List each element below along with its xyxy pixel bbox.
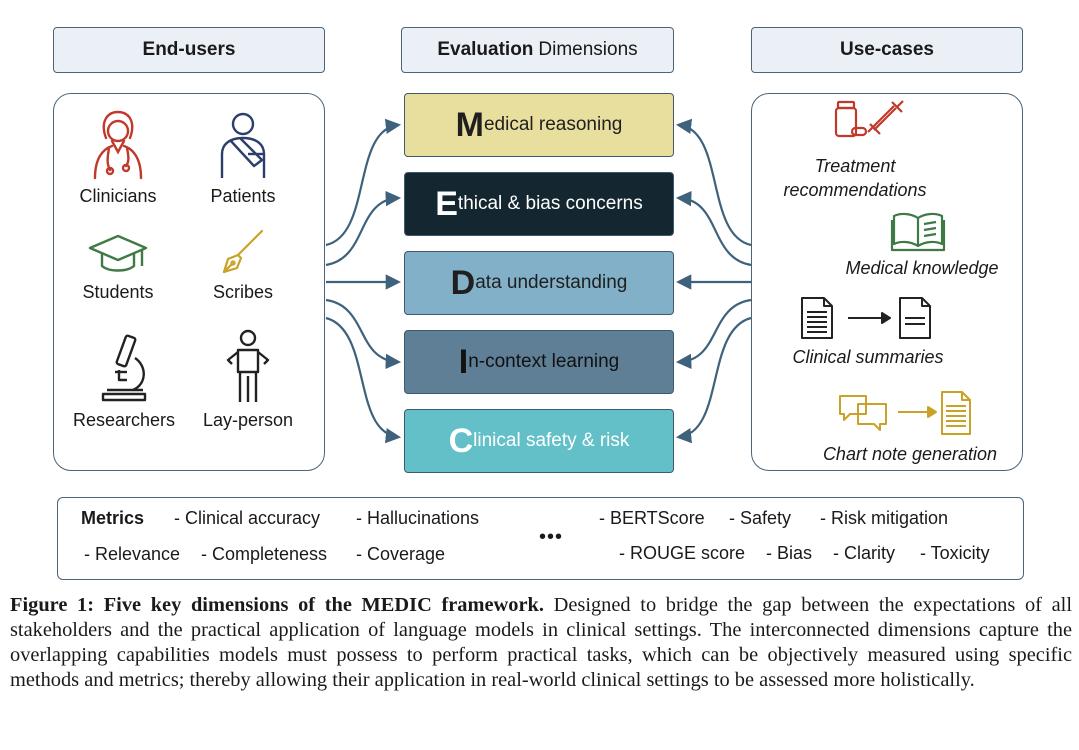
use-cases-header-label: Use-cases bbox=[839, 39, 935, 60]
dimension-label: ata understanding bbox=[475, 272, 628, 293]
person-icon bbox=[226, 329, 270, 402]
use-case-label: Medical knowledge bbox=[845, 258, 999, 278]
evaluation-header-bold: Evaluation bbox=[437, 39, 534, 60]
metric-item: - Relevance bbox=[84, 544, 181, 564]
use-case-chart-note-generation: Chart note generation bbox=[808, 444, 1012, 465]
document-to-summary-icon bbox=[801, 297, 931, 339]
arrow-right-to-incontext bbox=[675, 298, 752, 370]
end-user-label: Patients bbox=[210, 186, 276, 206]
arrow-left-to-ethical bbox=[325, 190, 402, 267]
evaluation-header-rest: Dimensions bbox=[538, 39, 638, 60]
chat-to-note-icon bbox=[839, 391, 971, 435]
metrics-box: Metrics - Clinical accuracy - Hallucinat… bbox=[57, 497, 1024, 580]
evaluation-dimensions-header: Evaluation Dimensions bbox=[401, 27, 674, 73]
end-user-lay-person: Lay-person bbox=[188, 328, 308, 431]
use-case-label: Clinical summaries bbox=[792, 347, 944, 367]
metric-item: - Bias bbox=[766, 543, 813, 563]
end-user-label: Students bbox=[82, 282, 154, 302]
end-users-header-label: End-users bbox=[142, 39, 236, 60]
caption-title: Figure 1: Five key dimensions of the MED… bbox=[10, 594, 544, 616]
end-user-patients: Patients bbox=[183, 108, 303, 207]
dimension-label: n-context learning bbox=[468, 351, 620, 372]
use-case-label: Chart note generation bbox=[822, 444, 998, 464]
end-user-label: Lay-person bbox=[202, 410, 294, 430]
end-user-label: Clinicians bbox=[79, 186, 157, 206]
pill-syringe-icon bbox=[834, 100, 904, 138]
patient-icon bbox=[220, 112, 266, 178]
end-user-clinicians: Clinicians bbox=[58, 108, 178, 207]
end-users-header: End-users bbox=[53, 27, 325, 73]
metric-item: - Hallucinations bbox=[356, 508, 480, 528]
metric-item: - ROUGE score bbox=[619, 543, 746, 563]
figure-caption: Figure 1: Five key dimensions of the MED… bbox=[10, 593, 1072, 693]
dimension-label: edical reasoning bbox=[483, 114, 623, 135]
dimension-initial: D bbox=[450, 264, 476, 302]
caption-text: Designed to bridge the gap between the e… bbox=[10, 594, 1072, 691]
end-user-label: Researchers bbox=[72, 410, 176, 430]
metrics-ellipsis: ••• bbox=[539, 526, 564, 548]
use-case-label-line2: recommendations bbox=[783, 180, 927, 200]
end-user-researchers: Researchers bbox=[64, 332, 184, 431]
open-book-icon bbox=[890, 212, 946, 252]
arrow-left-to-clinical bbox=[325, 316, 402, 444]
end-user-students: Students bbox=[58, 232, 178, 303]
metric-item: - BERTScore bbox=[599, 508, 705, 528]
arrow-left-to-incontext bbox=[325, 298, 402, 370]
metric-item: - Risk mitigation bbox=[820, 508, 949, 528]
dimension-label: linical safety & risk bbox=[473, 430, 630, 451]
dimension-label: thical & bias concerns bbox=[457, 193, 643, 214]
use-case-clinical-summaries: Clinical summaries bbox=[780, 347, 956, 368]
dimension-initial: E bbox=[435, 185, 458, 223]
arrow-left-to-medical bbox=[325, 118, 402, 247]
metric-item: - Toxicity bbox=[920, 543, 990, 563]
use-case-medical-knowledge: Medical knowledge bbox=[836, 258, 1008, 279]
metric-item: - Clinical accuracy bbox=[174, 508, 321, 528]
dimension-initial: M bbox=[455, 106, 484, 144]
graduation-cap-icon bbox=[88, 234, 148, 272]
end-user-label: Scribes bbox=[212, 282, 274, 302]
clinician-icon bbox=[93, 110, 143, 180]
metric-item: - Completeness bbox=[201, 544, 328, 564]
use-case-treatment: Treatment recommendations bbox=[770, 154, 940, 202]
metrics-title: Metrics bbox=[81, 508, 145, 528]
arrow-right-to-ethical bbox=[675, 190, 752, 267]
arrow-right-to-medical bbox=[675, 118, 752, 247]
metric-item: - Clarity bbox=[833, 543, 895, 563]
use-cases-header: Use-cases bbox=[751, 27, 1023, 73]
use-case-label-line1: Treatment bbox=[814, 156, 896, 176]
fountain-pen-icon bbox=[222, 229, 264, 274]
end-user-scribes: Scribes bbox=[183, 228, 303, 303]
microscope-icon bbox=[101, 334, 147, 402]
metric-item: - Coverage bbox=[356, 544, 446, 564]
dimension-initial: I bbox=[458, 343, 469, 381]
dimension-initial: C bbox=[448, 422, 474, 460]
arrow-right-to-clinical bbox=[675, 316, 752, 444]
metric-item: - Safety bbox=[729, 508, 792, 528]
